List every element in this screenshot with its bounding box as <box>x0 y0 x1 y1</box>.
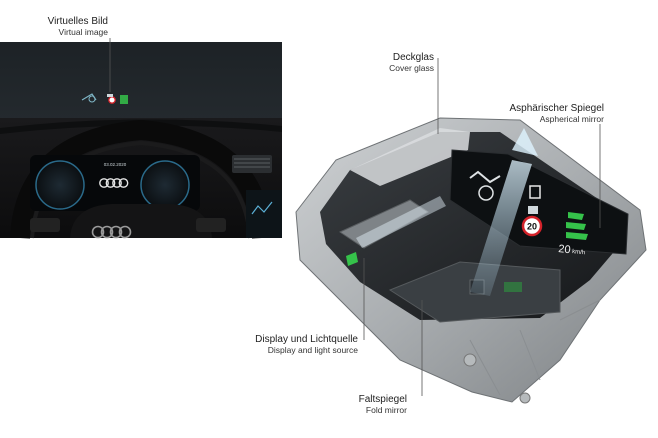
speed-limit-sign-small <box>109 97 115 103</box>
label-fold-mirror-en: Fold mirror <box>359 406 407 416</box>
label-aspherical-mirror-en: Aspherical mirror <box>510 115 605 125</box>
label-cover-glass-en: Cover glass <box>389 64 434 74</box>
label-display-light-de: Display und Lichtquelle <box>255 334 358 346</box>
label-fold-mirror-de: Faltspiegel <box>359 394 407 406</box>
hud-speed-value: 20 <box>558 243 571 256</box>
label-aspherical-mirror: Asphärischer Spiegel Aspherical mirror <box>510 103 605 124</box>
tachometer-gauge <box>36 161 84 209</box>
label-cover-glass-de: Deckglas <box>389 52 434 64</box>
label-virtual-image-en: Virtual image <box>48 28 108 38</box>
cockpit-photo-frame: 03.02.2020 <box>0 42 282 238</box>
label-cover-glass: Deckglas Cover glass <box>389 52 434 73</box>
label-aspherical-mirror-de: Asphärischer Spiegel <box>510 103 605 115</box>
speedometer-gauge <box>141 161 189 209</box>
cluster-date: 03.02.2020 <box>104 162 127 167</box>
hud-unit-cutaway: 20 20 km/h <box>296 118 646 403</box>
label-fold-mirror: Faltspiegel Fold mirror <box>359 394 407 415</box>
label-display-light: Display und Lichtquelle Display and ligh… <box>255 334 358 355</box>
label-virtual-image-de: Virtuelles Bild <box>48 16 108 28</box>
label-virtual-image: Virtuelles Bild Virtual image <box>48 16 108 37</box>
speed-limit-value: 20 <box>527 222 537 232</box>
label-display-light-en: Display and light source <box>255 346 358 356</box>
